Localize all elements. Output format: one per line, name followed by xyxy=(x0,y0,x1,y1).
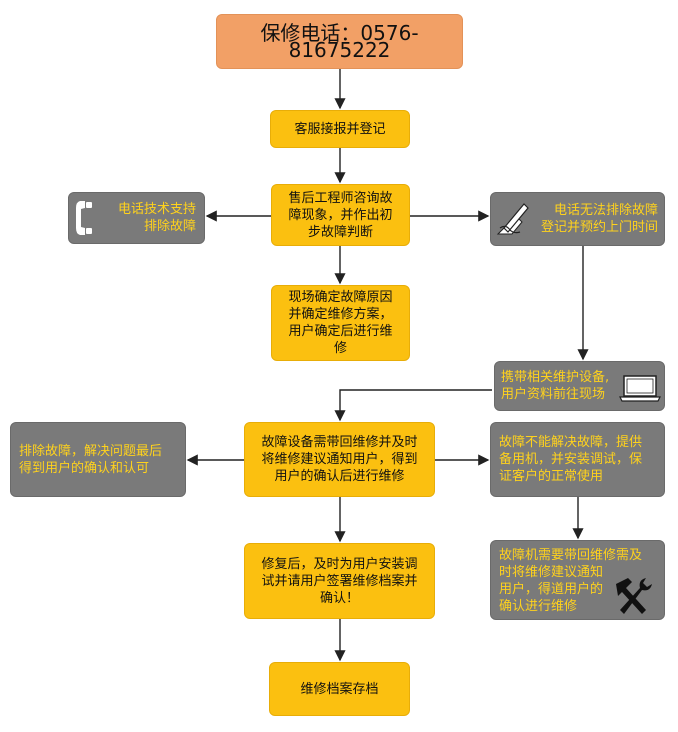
arrow-bring-return xyxy=(334,389,492,422)
consult-text: 售后工程师咨询故 障现象，并作出初 步故障判断 xyxy=(288,190,393,240)
bring-equipment-text: 携带相关维护设备, 用户资料前往现场 xyxy=(501,370,610,402)
onsite-plan-box: 现场确定故障原因 并确定维修方案， 用户确定后进行维 修 xyxy=(271,285,410,361)
return-repair-box: 故障设备需带回维修并及时 将维修建议通知用户，得到 用户的确认后进行维修 xyxy=(244,422,435,497)
schedule-text: 电话无法排除故障 登记并预约上门时间 xyxy=(540,203,658,235)
register-box: 客服接报并登记 xyxy=(270,110,410,148)
phone-icon xyxy=(76,201,92,235)
onsite-plan-text: 现场确定故障原因 并确定维修方案， 用户确定后进行维 修 xyxy=(288,290,393,356)
archive-box: 维修档案存档 xyxy=(269,662,410,716)
return-notice-text: 故障机需要带回维修需及 时将维修建议通知 用户，得道用户的 确认进行维修 xyxy=(499,548,643,614)
resolved-text: 排除故障，解决问题最后 得到用户的确认和认可 xyxy=(19,443,163,476)
hotline-text: 保修电话：0576-81675222 xyxy=(260,20,419,62)
archive-text: 维修档案存档 xyxy=(300,681,379,697)
resolved-box: 排除故障，解决问题最后 得到用户的确认和认可 xyxy=(10,422,186,497)
backup-text: 故障不能解决故障，提供 备用机，并安装调试，保 证客户的正常使用 xyxy=(499,435,643,484)
writing-hand-icon xyxy=(496,203,529,235)
register-text: 客服接报并登记 xyxy=(294,121,386,137)
bring-equipment-box: 携带相关维护设备, 用户资料前往现场 xyxy=(494,361,665,411)
phone-support-text: 电话技术支持 排除故障 xyxy=(117,202,196,234)
tools-icon xyxy=(616,578,652,614)
backup-box: 故障不能解决故障，提供 备用机，并安装调试，保 证客户的正常使用 xyxy=(490,422,665,497)
after-repair-text: 修复后，及时为用户安装调 试并请用户签署维修档案并 确认！ xyxy=(261,556,418,606)
phone-support-box: 电话技术支持 排除故障 xyxy=(68,192,205,244)
consult-box: 售后工程师咨询故 障现象，并作出初 步故障判断 xyxy=(271,184,410,246)
hotline-box: 保修电话：0576-81675222 xyxy=(216,14,463,69)
return-repair-text: 故障设备需带回维修并及时 将维修建议通知用户，得到 用户的确认后进行维修 xyxy=(261,435,418,484)
after-repair-box: 修复后，及时为用户安装调 试并请用户签署维修档案并 确认！ xyxy=(244,543,435,619)
laptop-icon xyxy=(619,375,661,402)
